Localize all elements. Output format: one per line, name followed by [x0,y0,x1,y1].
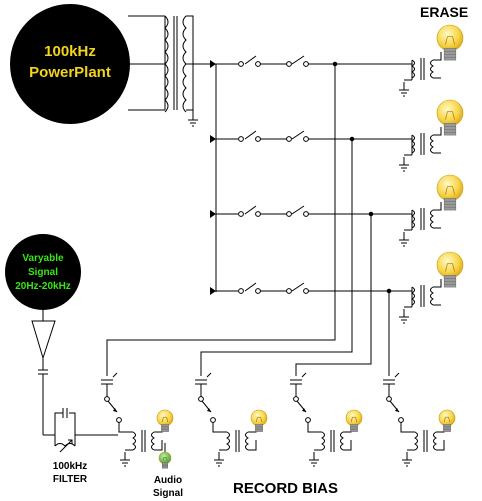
record-bias-unit [290,372,363,467]
signal-line3: 20Hz-20kHz [15,281,71,292]
switch-contact [286,211,292,217]
audio-label-line1: Audio [154,475,182,486]
erase-bulb [436,24,464,61]
signal-line1: Varyable [22,253,64,264]
junction-dot [332,61,338,67]
switch-contact [255,211,261,217]
signal-line2: Signal [28,267,58,278]
switch-contact [238,288,244,294]
erase-unit [399,251,464,324]
record-bulb [345,409,363,432]
record-bias-unit [195,372,268,467]
junction-arrow [210,60,216,68]
wiring [31,15,412,453]
erase-units [399,24,464,324]
erase-bulb [436,174,464,211]
switch-contact [238,211,244,217]
switch-contact [286,288,292,294]
switch-contact [255,136,261,142]
record-bulb [438,409,456,432]
erase-unit [399,24,464,97]
junction-arrow [210,210,216,218]
record-bulb [156,409,174,432]
switch-contact [286,136,292,142]
erase-bulb [436,251,464,288]
record-bias-label: RECORD BIAS [233,480,338,497]
erase-unit [399,99,464,172]
switch-contact [303,288,309,294]
switch-contact [255,288,261,294]
audio-bulb [158,451,172,469]
erase-bulb [436,99,464,136]
power-plant-line2: PowerPlant [29,64,111,81]
signal-source: Varyable Signal 20Hz-20kHz [5,234,81,310]
audio-label-line2: Signal [153,488,183,499]
switch-contact [303,211,309,217]
filter-label-line2: FILTER [53,474,88,485]
switch-contact [255,61,261,67]
record-bias-unit [101,372,174,469]
erase-unit [399,174,464,247]
record-bulb [250,409,268,432]
switch-contact [238,61,244,67]
power-plant-line1: 100kHz [44,43,96,60]
erase-label: ERASE [420,4,468,20]
junction-arrow [210,287,216,295]
junction-arrow [210,135,216,143]
switch-contact [286,61,292,67]
record-bias-units [101,372,456,469]
switch-contact [303,136,309,142]
junction-dot [368,211,374,217]
power-plant: 100kHz PowerPlant [10,4,130,124]
junction-dot [386,288,392,294]
switch-contact [303,61,309,67]
record-bias-unit [383,372,456,467]
switch-contact [238,136,244,142]
filter-label-line1: 100kHz [53,461,87,472]
switch-contacts [210,60,392,295]
junction-dot [349,136,355,142]
